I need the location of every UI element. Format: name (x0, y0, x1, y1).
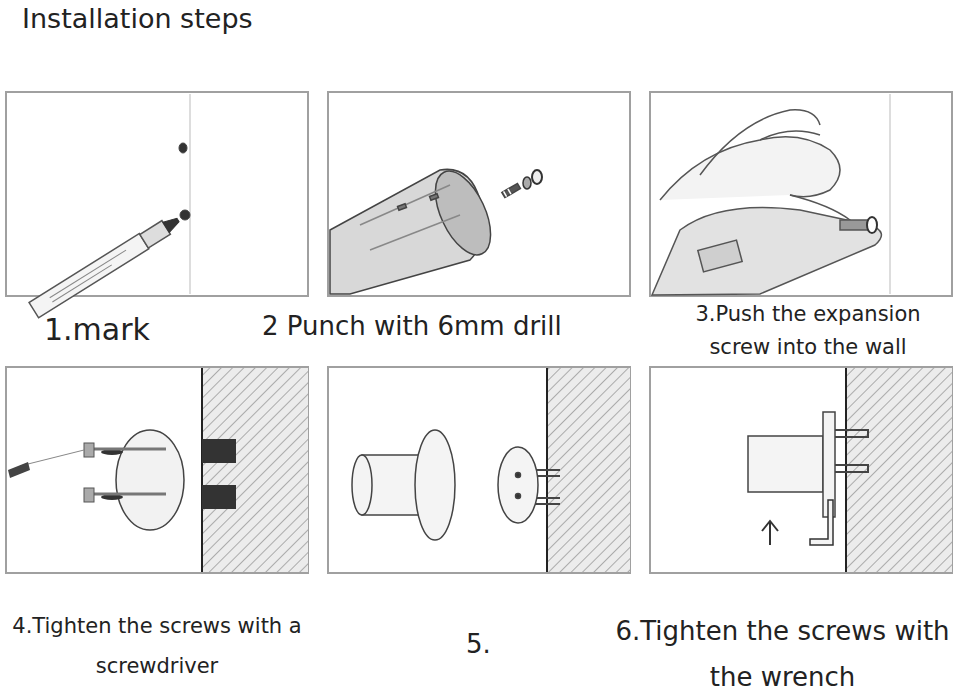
panel-frame (650, 92, 952, 296)
step-caption: 6.Tighten the screws with the wrench (610, 608, 955, 700)
drill-sketch (330, 163, 542, 294)
step-caption: 4.Tighten the screws with a screwdriver (12, 606, 302, 686)
step-caption: 1.mark (44, 310, 150, 350)
screwdriver-sketch (8, 368, 308, 572)
wrench-sketch (748, 368, 952, 572)
panel-frame (6, 92, 308, 296)
hand-sketch (652, 94, 890, 295)
step-caption: 5. (466, 626, 491, 662)
panel-frame (328, 92, 630, 296)
parts-sketch (352, 368, 630, 572)
page-title: Installation steps (22, 2, 253, 36)
marking-sketch (29, 94, 190, 318)
step-caption: 2 Punch with 6mm drill (262, 308, 562, 344)
step-caption: 3.Push the expansion screw into the wall (662, 298, 954, 364)
panel-frame (328, 367, 630, 573)
panel-frame (6, 367, 308, 573)
panel-frame (650, 367, 952, 573)
